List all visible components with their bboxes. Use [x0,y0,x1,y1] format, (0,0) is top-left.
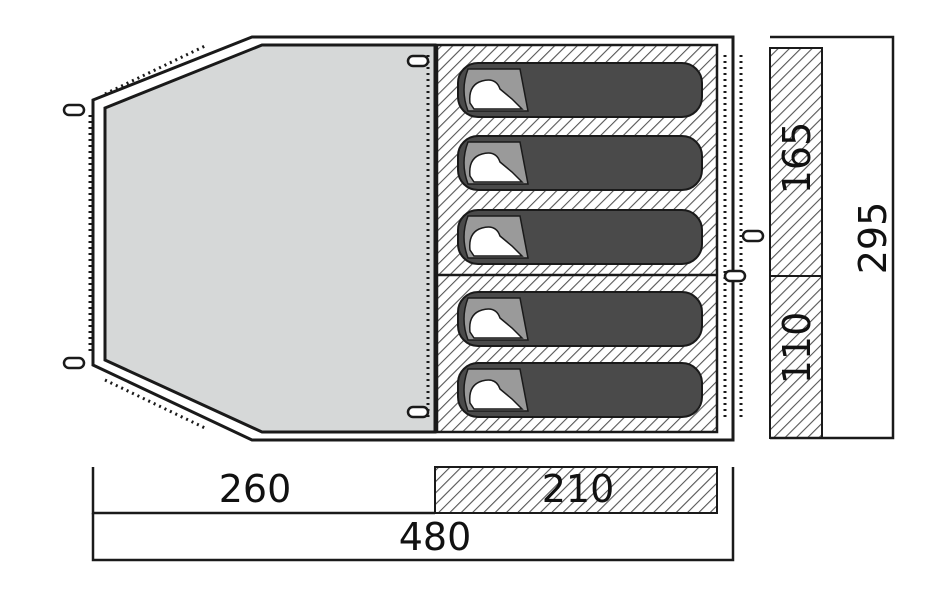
sleeping-bag [457,135,703,191]
total-length-label: 480 [399,515,472,559]
tent-peg [62,356,86,370]
tent-peg [406,54,430,68]
total-width-label: 295 [851,202,895,275]
bedroom-a-width-label: 165 [775,122,819,195]
vestibule-area [103,43,437,434]
zipper-lines [88,44,743,430]
vestibule-length-label: 260 [219,467,292,511]
tent-peg [741,229,765,243]
total-length-bracket [91,467,735,562]
sleeping-bag [457,209,703,265]
bedroom-b-width-block [769,275,823,439]
tent-peg [406,405,430,419]
tent-peg [723,269,747,283]
sleeping-bag [457,62,703,118]
bedroom-b-width-label: 110 [775,312,819,385]
bedroom-a-width-block [769,47,823,277]
total-width-bracket [770,35,895,440]
tent-pegs [62,54,765,419]
sleeping-bags [457,62,703,418]
sleeping-bag [457,291,703,347]
tent-peg [62,103,86,117]
bedroom-length-label: 210 [542,467,615,511]
sleeping-bag [457,362,703,418]
bedroom-length-block [434,466,718,514]
